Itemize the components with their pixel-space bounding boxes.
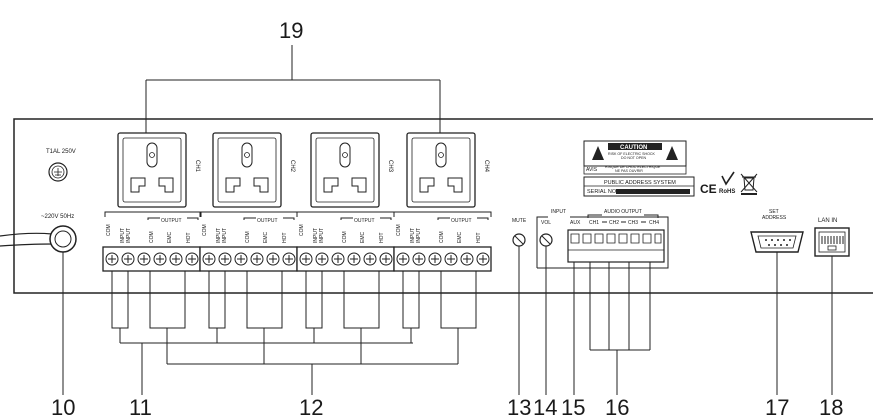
universal-socket-icon [323, 142, 367, 193]
callout-13: 13 [507, 395, 531, 416]
callout-10: 10 [51, 395, 75, 416]
svg-text:RISQUE DE CHOC ELECTRIQUE: RISQUE DE CHOC ELECTRIQUE [605, 165, 661, 169]
svg-text:COM: COM [245, 231, 251, 243]
out-ch2-label: CH2 [609, 220, 619, 226]
svg-text:INPUT: INPUT [410, 228, 416, 243]
nameplate: PUBLIC ADDRESS SYSTEM SERIAL NO. [583, 176, 695, 197]
callout-18: 18 [819, 395, 843, 416]
ch1-terminal-screws [105, 252, 199, 266]
svg-text:EMC: EMC [360, 232, 366, 244]
rohs-mark: RoHS [719, 171, 735, 195]
svg-text:COM: COM [202, 224, 208, 236]
callout-16-leader [589, 262, 651, 395]
svg-text:AVIS: AVIS [586, 167, 598, 173]
callout-12-leader [166, 328, 459, 395]
power-cord-icon [0, 225, 77, 253]
svg-text:NE PAS OUVRIR: NE PAS OUVRIR [615, 169, 643, 173]
svg-text:EMC: EMC [263, 232, 269, 244]
callout-11-leader [119, 328, 413, 395]
channel-module-2: CH2 OUTPUT COM INPUT INPUT COM EMC HOT [199, 132, 298, 329]
fuse-label: T1AL 250V [46, 149, 76, 155]
callout-19: 19 [279, 18, 303, 43]
svg-text:HOT: HOT [476, 232, 482, 243]
ch4-terminal-screws [396, 252, 490, 266]
audio-output-label: AUDIO OUTPUT [604, 209, 642, 215]
svg-text:COM: COM [439, 231, 445, 243]
svg-text:INPUT: INPUT [126, 228, 132, 243]
ch1-output-label: OUTPUT [161, 218, 182, 224]
svg-text:HOT: HOT [186, 232, 192, 243]
svg-text:INPUT: INPUT [216, 228, 222, 243]
svg-text:INPUT: INPUT [120, 228, 126, 243]
channel-module-1: CH1 OUTPUT COM INPUT INPUT COM EMC HOT [102, 132, 202, 329]
ch3-output-label: OUTPUT [354, 218, 375, 224]
svg-text:CAUTION: CAUTION [620, 145, 647, 151]
svg-text:HOT: HOT [379, 232, 385, 243]
mute-label: MUTE [512, 218, 527, 224]
mains-label: ~220V 50Hz [41, 214, 74, 220]
svg-text:INPUT: INPUT [319, 228, 325, 243]
svg-text:RISK OF ELECTRIC SHOCK: RISK OF ELECTRIC SHOCK [608, 152, 656, 156]
ch3-terminal-screws [299, 252, 393, 266]
svg-text:SERIAL NO.: SERIAL NO. [587, 189, 618, 195]
ch2-output-label: OUTPUT [257, 218, 278, 224]
ch1-label: CH1 [194, 160, 200, 173]
weee-bin-icon [740, 173, 758, 195]
control-bracket [536, 216, 669, 269]
callout-17: 17 [765, 395, 789, 416]
fuse-holder-icon [48, 162, 68, 182]
universal-socket-icon [419, 142, 463, 193]
svg-text:INPUT: INPUT [222, 228, 228, 243]
callout-15: 15 [561, 395, 585, 416]
set-address-line1: SET [769, 209, 779, 215]
ch4-output-label: OUTPUT [451, 218, 472, 224]
svg-text:COM: COM [149, 231, 155, 243]
out-ch3-label: CH3 [628, 220, 638, 226]
out-ch1-label: CH1 [589, 220, 599, 226]
svg-text:COM: COM [299, 224, 305, 236]
callout-19-leader [145, 45, 441, 133]
universal-socket-icon [225, 142, 269, 193]
universal-socket-icon [130, 142, 174, 193]
rj45-lan-port[interactable] [814, 227, 850, 257]
svg-text:DO NOT OPEN: DO NOT OPEN [621, 156, 646, 160]
caution-label: CAUTION RISK OF ELECTRIC SHOCK DO NOT OP… [583, 140, 687, 175]
callout-11: 11 [129, 395, 152, 416]
svg-text:PUBLIC ADDRESS SYSTEM: PUBLIC ADDRESS SYSTEM [604, 180, 676, 186]
svg-text:EMC: EMC [457, 232, 463, 244]
ch3-label: CH3 [387, 160, 393, 173]
svg-text:COM: COM [106, 224, 112, 236]
db9-serial-port[interactable] [750, 231, 804, 253]
ch4-label: CH4 [483, 160, 489, 173]
svg-text:INPUT: INPUT [416, 228, 422, 243]
vol-label: VOL [541, 220, 551, 226]
svg-text:EMC: EMC [167, 232, 173, 244]
warning-triangle-left-icon [592, 146, 604, 160]
out-ch4-label: CH4 [649, 220, 659, 226]
lan-in-label: LAN IN [818, 218, 837, 224]
svg-text:COM: COM [396, 224, 402, 236]
ce-mark: CE [700, 182, 717, 196]
svg-text:HOT: HOT [282, 232, 288, 243]
warning-triangle-right-icon [666, 146, 678, 160]
callout-16: 16 [605, 395, 629, 416]
svg-text:RoHS: RoHS [719, 189, 735, 195]
callout-14: 14 [533, 395, 557, 416]
aux-label: AUX [570, 220, 581, 226]
ch2-label: CH2 [289, 160, 295, 173]
svg-text:INPUT: INPUT [313, 228, 319, 243]
ch2-terminal-screws [202, 252, 296, 266]
vol-knob-icon[interactable] [539, 233, 553, 247]
input-label: INPUT [551, 209, 566, 215]
callout-12: 12 [299, 395, 323, 416]
mute-knob-icon[interactable] [512, 233, 526, 247]
set-address-line2: ADDRESS [762, 215, 787, 221]
svg-text:COM: COM [342, 231, 348, 243]
audio-io-connector[interactable] [567, 229, 665, 263]
channel-module-3: CH3 OUTPUT COM INPUT INPUT COM EMC HOT [296, 132, 395, 329]
